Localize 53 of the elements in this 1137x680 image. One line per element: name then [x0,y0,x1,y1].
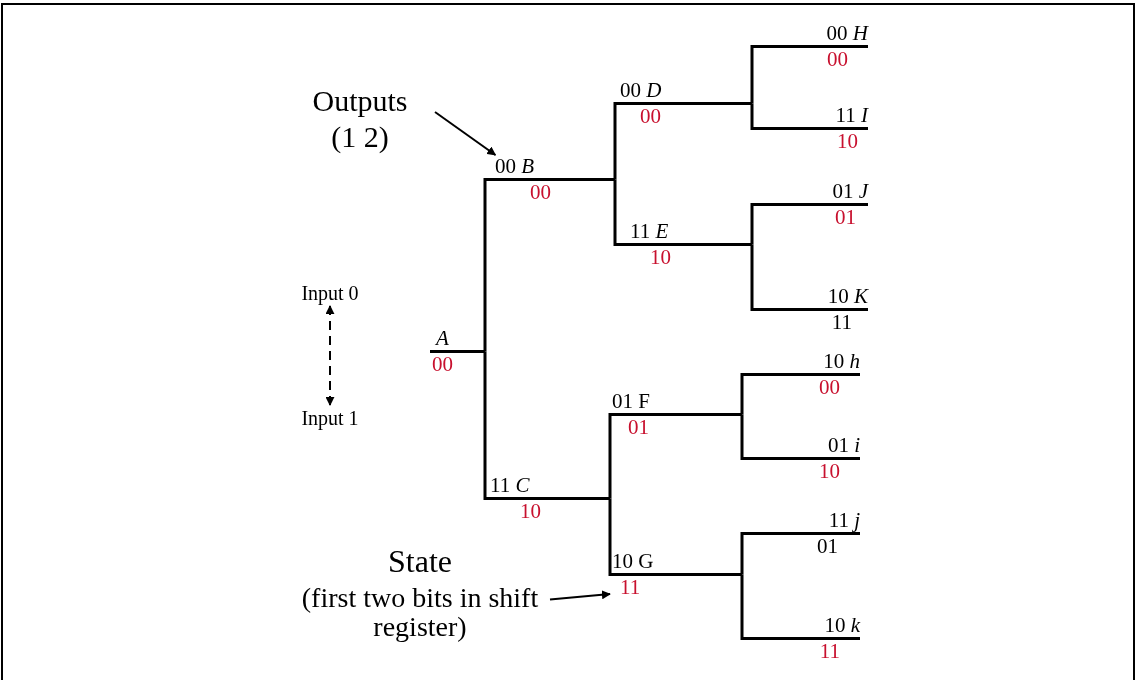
input-label: Input 1 [280,405,380,431]
tree-branch-line [750,103,755,130]
state-label: 01 [835,206,856,229]
output-label: 11 E [630,220,669,243]
tree-branch-line [608,498,613,576]
arrow [549,590,611,601]
output-label: 01 F [612,390,650,413]
annotation-heading: Outputs [312,85,408,117]
tree-branch-line [613,102,619,180]
state-label: 11 [819,640,840,663]
tree-branch-line [740,373,745,415]
state-label: 10 [650,246,671,269]
arrow [325,305,335,406]
state-label: 00 [827,48,848,71]
annotation-text: (first two bits in shift register) [300,582,540,642]
state-label: 10 [837,130,858,153]
annotation-text: (1 2) [331,120,389,152]
output-label: 11 C [490,474,530,497]
state-label: 01 [817,535,838,558]
state-label: 00 [640,105,661,128]
state-label: 00 [432,353,453,376]
state-label: 10 [520,500,541,523]
tree-branch-line [608,413,613,499]
tree-branch-line [750,203,755,245]
output-label: 10 G [612,550,654,573]
state-label: 11 [831,311,852,334]
output-label: 01 i [827,434,860,457]
output-label: A [436,327,449,350]
output-label: 00 H [826,22,868,45]
state-label: 10 [819,460,840,483]
output-label: 10 h [823,350,860,373]
tree-branch-line [740,574,745,640]
tree-branch-line [750,45,755,104]
output-label: 10 K [827,285,868,308]
state-label: 01 [628,416,649,439]
output-label: 11 j [828,509,860,532]
output-label: 01 J [832,180,868,203]
tree-branch-line [483,351,488,500]
input-label: Input 0 [280,280,380,306]
state-label: 11 [620,576,641,599]
tree-branch-line [483,178,488,352]
tree-branch-line [613,179,619,246]
tree-branch-line [750,244,755,311]
tree-branch-line [740,532,745,575]
annotation-heading: State [388,545,452,579]
state-label: 00 [819,376,840,399]
tree-branch-line [740,414,745,460]
output-label: 00 D [620,79,662,102]
arrow [434,110,497,156]
output-label: 11 I [835,104,868,127]
state-label: 00 [530,181,551,204]
output-label: 10 k [824,614,860,637]
output-label: 00 B [495,155,535,178]
